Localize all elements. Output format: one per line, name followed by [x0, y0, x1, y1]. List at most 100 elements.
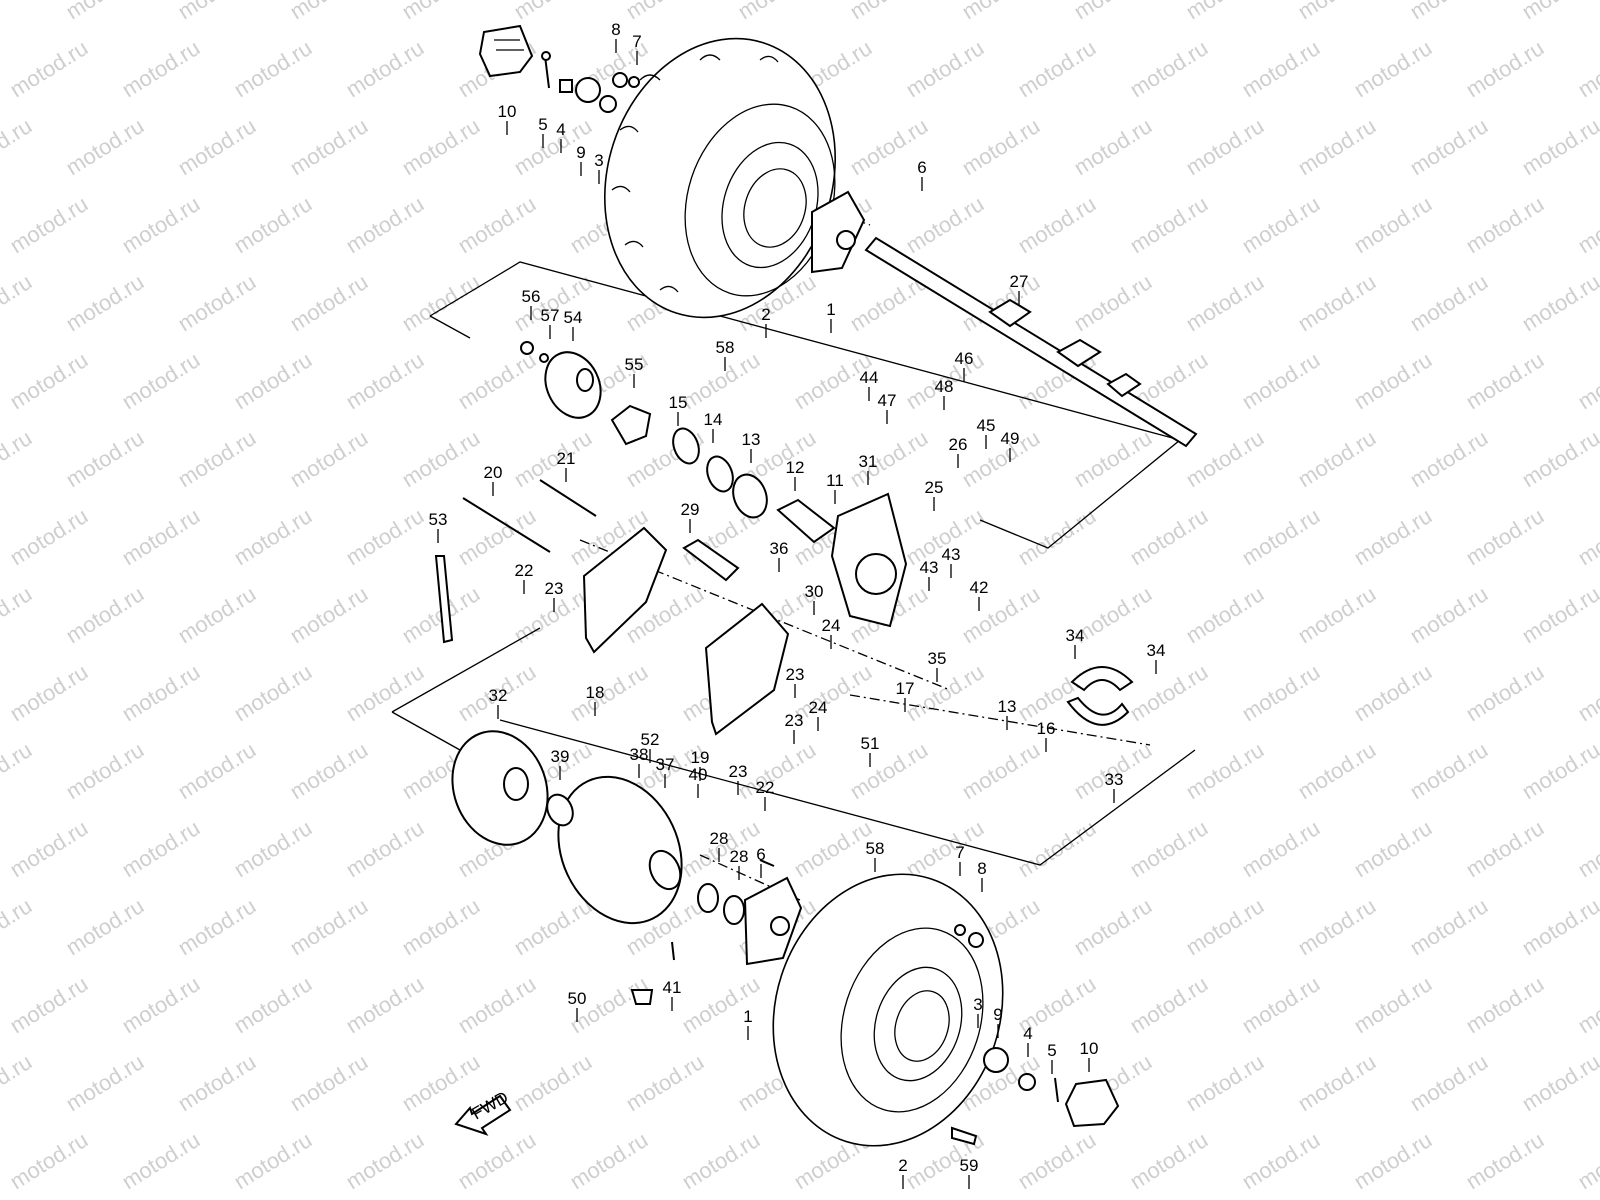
- part-label-8: 8: [611, 20, 620, 39]
- watermark-text: motod.ru: [1349, 191, 1436, 258]
- watermark-text: motod.ru: [1573, 347, 1600, 414]
- watermark-text: motod.ru: [285, 737, 372, 804]
- watermark-text: motod.ru: [1573, 815, 1600, 882]
- part-label-59: 59: [960, 1156, 979, 1175]
- watermark-text: motod.ru: [1013, 503, 1100, 570]
- watermark-text: motod.ru: [61, 737, 148, 804]
- part-label-26: 26: [949, 435, 968, 454]
- watermark-text: motod.ru: [5, 347, 92, 414]
- watermark-text: motod.ru: [341, 815, 428, 882]
- brake-drum: [451, 730, 549, 846]
- watermark-text: motod.ru: [1293, 737, 1380, 804]
- part-label-5: 5: [538, 115, 547, 134]
- watermark-text: motod.ru: [565, 659, 652, 726]
- part-label-8: 8: [977, 859, 986, 878]
- watermark-text: motod.ru: [1405, 581, 1492, 648]
- watermark-text: motod.ru: [61, 425, 148, 492]
- watermark-text: motod.ru: [117, 191, 204, 258]
- watermark-text: motod.ru: [845, 0, 932, 24]
- part-label-27: 27: [1010, 272, 1029, 291]
- part-label-35: 35: [928, 649, 947, 668]
- watermark-text: motod.ru: [1573, 503, 1600, 570]
- watermark-text: motod.ru: [1237, 659, 1324, 726]
- watermark-text: motod.ru: [1293, 113, 1380, 180]
- watermark-text: motod.ru: [1349, 503, 1436, 570]
- watermark-text: motod.ru: [509, 425, 596, 492]
- watermark-text: motod.ru: [1517, 0, 1600, 24]
- part-label-15: 15: [669, 393, 688, 412]
- watermark-text: motod.ru: [5, 815, 92, 882]
- watermark-text: motod.ru: [341, 971, 428, 1038]
- watermark-text: motod.ru: [1237, 503, 1324, 570]
- watermark-text: motod.ru: [285, 269, 372, 336]
- watermark-text: motod.ru: [621, 0, 708, 24]
- watermark-text: motod.ru: [957, 0, 1044, 24]
- watermark-text: motod.ru: [509, 1049, 596, 1116]
- watermark-text: motod.ru: [1125, 815, 1212, 882]
- part-label-32: 32: [489, 686, 508, 705]
- watermark-text: motod.ru: [1013, 1127, 1100, 1194]
- part-label-14: 14: [704, 410, 723, 429]
- part-label-47: 47: [878, 391, 897, 410]
- part-label-31: 31: [859, 452, 878, 471]
- watermark-text: motod.ru: [0, 425, 36, 492]
- watermark-text: motod.ru: [1349, 815, 1436, 882]
- part-label-17: 17: [896, 679, 915, 698]
- watermark-text: motod.ru: [341, 35, 428, 102]
- watermark-text: motod.ru: [229, 35, 316, 102]
- watermark-text: motod.ru: [1181, 893, 1268, 960]
- watermark-text: motod.ru: [1125, 35, 1212, 102]
- part-label-12: 12: [786, 458, 805, 477]
- bearings-and-spacer: [672, 427, 836, 544]
- watermark-text: motod.ru: [397, 269, 484, 336]
- part-label-18: 18: [586, 683, 605, 702]
- watermark-text: motod.ru: [1461, 1127, 1548, 1194]
- part-label-4: 4: [556, 120, 565, 139]
- watermark-text: motod.ru: [789, 815, 876, 882]
- watermark-text: motod.ru: [453, 971, 540, 1038]
- watermark-text: motod.ru: [1069, 113, 1156, 180]
- part-label-57: 57: [541, 306, 560, 325]
- part-label-23: 23: [545, 579, 564, 598]
- watermark-text: motod.ru: [621, 1049, 708, 1116]
- part-label-3: 3: [594, 151, 603, 170]
- watermark-text: motod.ru: [453, 191, 540, 258]
- watermark-text: motod.ru: [173, 737, 260, 804]
- watermark-text: motod.ru: [0, 269, 36, 336]
- watermark-text: motod.ru: [1237, 971, 1324, 1038]
- watermark-text: motod.ru: [1461, 191, 1548, 258]
- watermark-text: motod.ru: [1405, 113, 1492, 180]
- part-label-53: 53: [429, 510, 448, 529]
- watermark-text: motod.ru: [565, 1127, 652, 1194]
- part-label-4: 4: [1023, 1024, 1032, 1043]
- watermark-text: motod.ru: [229, 347, 316, 414]
- watermark-text: motod.ru: [1573, 971, 1600, 1038]
- watermark-text: motod.ru: [341, 347, 428, 414]
- watermark-text: motod.ru: [677, 971, 764, 1038]
- part-label-58: 58: [716, 338, 735, 357]
- watermark-text: motod.ru: [677, 347, 764, 414]
- part-label-2: 2: [761, 305, 770, 324]
- watermark-text: motod.ru: [117, 35, 204, 102]
- watermark-text: motod.ru: [677, 815, 764, 882]
- watermark-text: motod.ru: [5, 971, 92, 1038]
- watermark-text: motod.ru: [0, 737, 36, 804]
- watermark-text: motod.ru: [229, 191, 316, 258]
- hub-cover: [546, 775, 683, 925]
- part-label-55: 55: [625, 355, 644, 374]
- part-label-11: 11: [826, 471, 844, 490]
- watermark-text: motod.ru: [1517, 581, 1600, 648]
- watermark-text: motod.ru: [1069, 425, 1156, 492]
- watermark-text: motod.ru: [1181, 0, 1268, 24]
- watermark-text: motod.ru: [1517, 1049, 1600, 1116]
- part-label-48: 48: [935, 377, 954, 396]
- part-label-56: 56: [522, 287, 541, 306]
- watermark-text: motod.ru: [173, 113, 260, 180]
- watermark-text: motod.ru: [1405, 425, 1492, 492]
- watermark-text: motod.ru: [61, 0, 148, 24]
- part-label-24: 24: [809, 698, 828, 717]
- watermark-text: motod.ru: [5, 659, 92, 726]
- watermark-text: motod.ru: [229, 971, 316, 1038]
- lower-small-parts: [630, 859, 1120, 1146]
